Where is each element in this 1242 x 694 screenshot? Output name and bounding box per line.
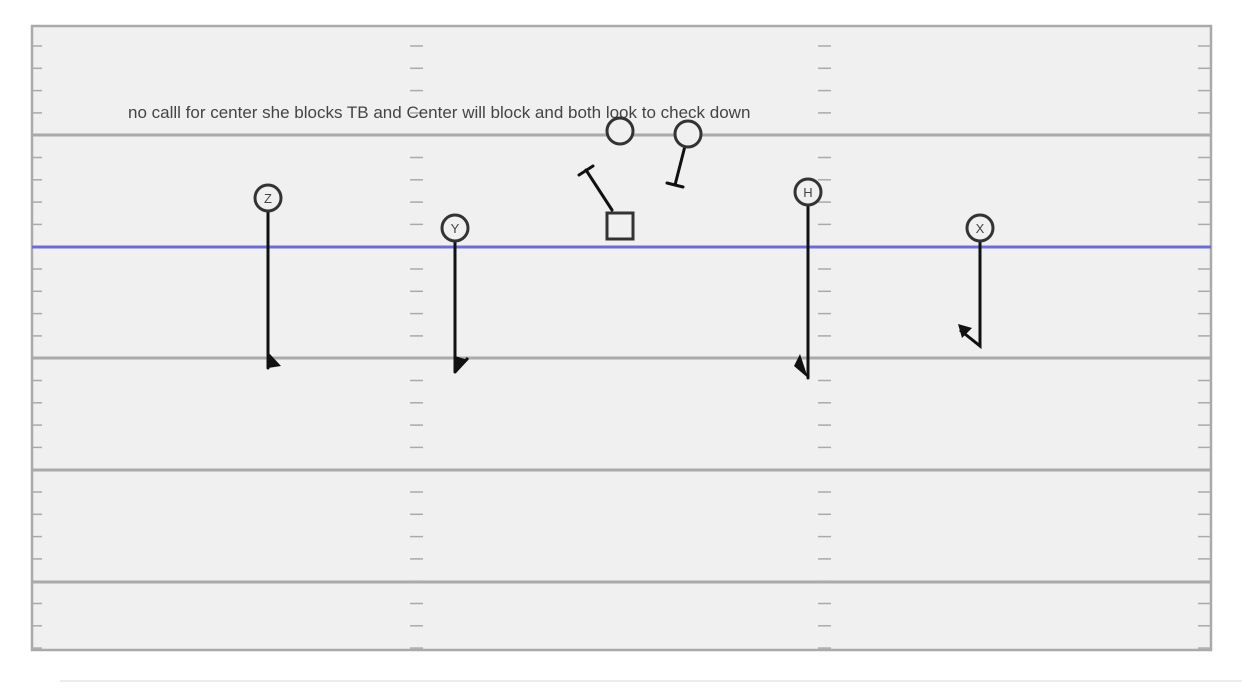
- player-z-marker: [253, 183, 283, 213]
- player-tb-marker: [673, 119, 703, 149]
- block-bar: [665, 181, 685, 189]
- player-y-label: Y: [451, 221, 460, 236]
- players: Z Y H X: [253, 116, 995, 243]
- player-qb-marker: [605, 116, 635, 146]
- play-note: no calll for center she blocks TB and Ce…: [128, 103, 750, 122]
- hash-marks: [32, 45, 1210, 649]
- yard-lines: [32, 133, 1211, 584]
- player-h-label: H: [803, 185, 812, 200]
- player-center-marker: [605, 211, 635, 241]
- tb-block-route: [673, 144, 687, 187]
- center-block-route: [584, 168, 614, 212]
- player-x-label: X: [976, 221, 985, 236]
- routes: [266, 144, 982, 380]
- player-center: [605, 211, 635, 241]
- route-arrowhead: [958, 324, 972, 338]
- block-bar: [577, 164, 595, 177]
- player-y-marker: [440, 213, 470, 243]
- player-qb: [605, 116, 635, 146]
- player-y: Y: [440, 213, 470, 243]
- player-h-marker: [793, 177, 823, 207]
- route-x: [959, 242, 982, 350]
- player-x: X: [965, 213, 995, 243]
- player-z: Z: [253, 183, 283, 213]
- route-arrowhead: [268, 352, 281, 368]
- player-x-marker: [965, 213, 995, 243]
- field-border: [30, 24, 1213, 652]
- route-arrowhead: [455, 356, 468, 372]
- player-z-label: Z: [264, 191, 272, 206]
- player-tb: [673, 119, 703, 149]
- route-arrowhead: [794, 354, 808, 378]
- player-h: H: [793, 177, 823, 207]
